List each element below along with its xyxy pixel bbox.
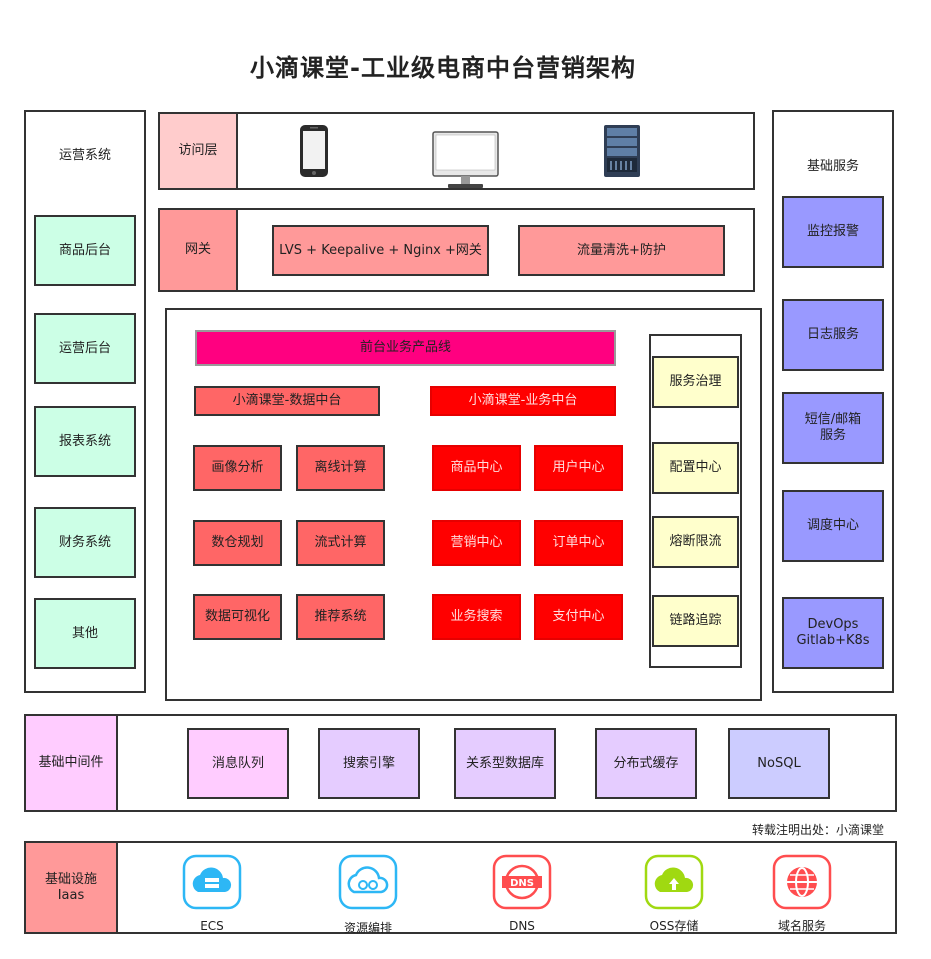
data-platform-title: 小滴课堂-数据中台 [194,386,380,416]
ops-item: 其他 [34,598,136,669]
ops-system-panel [24,110,146,693]
data-platform-item: 数据可视化 [193,594,282,640]
business-platform-title: 小滴课堂-业务中台 [430,386,616,416]
ops-item: 商品后台 [34,215,136,286]
infra-item-label: ECS [200,919,224,933]
middleware-item: NoSQL [728,728,830,799]
business-platform-item: 营销中心 [432,520,521,566]
middleware-item: 搜索引擎 [318,728,420,799]
cloud-orchestration-icon [338,854,398,910]
governance-item: 熔断限流 [652,516,739,568]
phone-icon [299,124,329,178]
business-platform-item: 订单中心 [534,520,623,566]
globe-icon [772,854,832,910]
business-platform-item: 支付中心 [534,594,623,640]
ops-item: 财务系统 [34,507,136,578]
infra-label: 基础设施 Iaas [24,841,118,934]
gateway-item: LVS + Keepalive + Nginx +网关 [272,225,489,276]
business-platform-item: 业务搜索 [432,594,521,640]
gateway-label: 网关 [158,208,238,292]
business-platform-item: 用户中心 [534,445,623,491]
ops-item: 报表系统 [34,406,136,477]
base-services-header: 基础服务 [806,159,859,174]
middleware-item: 消息队列 [187,728,289,799]
infra-item-label: DNS [509,919,535,933]
access-layer-label: 访问层 [158,112,238,190]
server-icon [603,124,641,178]
svg-text:DNS: DNS [510,878,534,889]
gateway-item: 流量清洗+防护 [518,225,725,276]
governance-item: 服务治理 [652,356,739,408]
infra-panel [24,841,897,934]
service-item: 调度中心 [782,490,884,562]
infra-item-label: OSS存储 [649,919,699,933]
cloud-upload-icon [644,854,704,910]
governance-item: 配置中心 [652,442,739,494]
service-item: DevOps Gitlab+K8s [782,597,884,669]
desktop-icon [432,131,499,191]
ops-system-header: 运营系统 [58,148,111,163]
governance-item: 链路追踪 [652,595,739,647]
middleware-item: 分布式缓存 [595,728,697,799]
middleware-label: 基础中间件 [24,714,118,812]
data-platform-item: 数仓规划 [193,520,282,566]
data-platform-item: 画像分析 [193,445,282,491]
data-platform-item: 离线计算 [296,445,385,491]
dns-icon: DNS [492,854,552,910]
middleware-item: 关系型数据库 [454,728,556,799]
infra-item-label: 资源编排 [343,921,392,935]
service-item: 短信/邮箱 服务 [782,392,884,464]
service-item: 监控报警 [782,196,884,268]
page-title: 小滴课堂-工业级电商中台营销架构 [250,54,636,82]
data-platform-item: 推荐系统 [296,594,385,640]
repost-note: 转载注明出处：小滴课堂 [751,823,884,837]
product-line-bar: 前台业务产品线 [195,330,616,366]
service-item: 日志服务 [782,299,884,371]
data-platform-item: 流式计算 [296,520,385,566]
business-platform-item: 商品中心 [432,445,521,491]
infra-item-label: 域名服务 [777,919,826,933]
cloud-server-icon [182,854,242,910]
ops-item: 运营后台 [34,313,136,384]
